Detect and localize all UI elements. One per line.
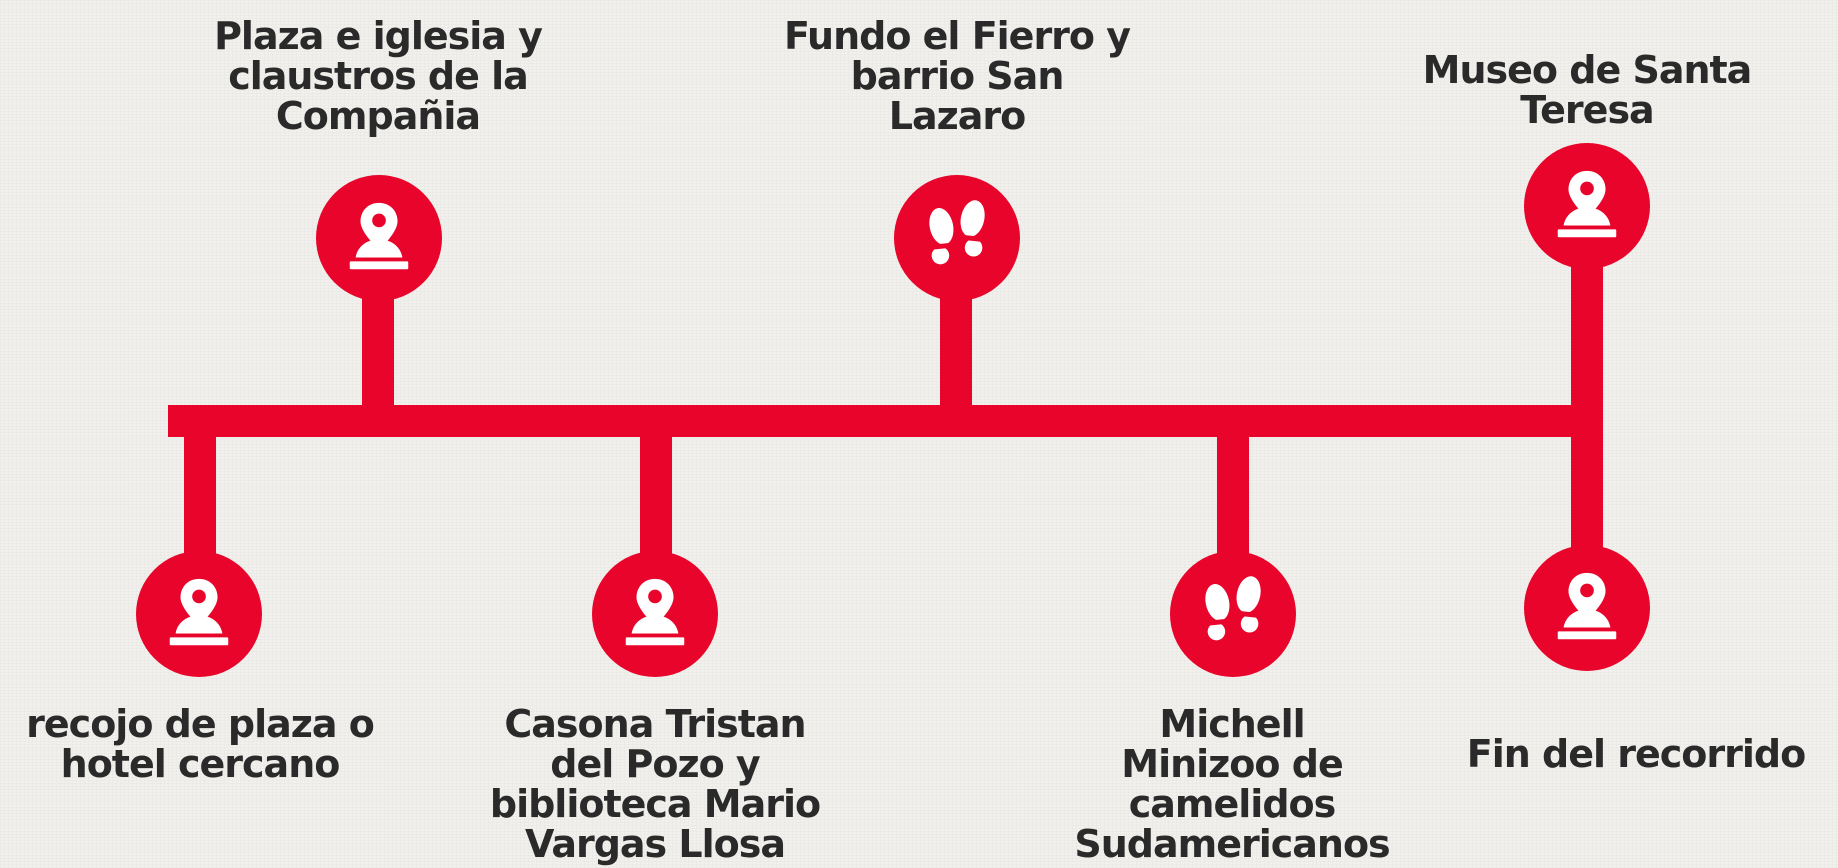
footprints-icon — [1194, 575, 1272, 653]
location-pin-icon — [1548, 167, 1626, 245]
stop-1-label: recojo de plaza o hotel cercano — [26, 702, 375, 786]
stop-4-node — [894, 175, 1020, 301]
location-pin-icon — [616, 575, 694, 653]
stop-5-node — [1170, 551, 1296, 677]
stop-7-label: Fin del recorrido — [1466, 732, 1806, 776]
stop-1-node — [136, 551, 262, 677]
connector-stop-6-7 — [1571, 250, 1603, 580]
location-pin-icon — [1548, 569, 1626, 647]
stop-2-label: Plaza e iglesia y claustros de la Compañ… — [214, 14, 543, 138]
connector-stop-2 — [362, 290, 394, 420]
stop-3-label: Casona Tristan del Pozo y biblioteca Mar… — [489, 702, 821, 866]
stop-5-label: Michell Minizoo de camelidos Sudamerican… — [1074, 702, 1390, 866]
stop-6-node — [1524, 143, 1650, 269]
timeline-line — [168, 405, 1595, 437]
connector-stop-4 — [940, 290, 972, 420]
stop-7-node — [1524, 545, 1650, 671]
location-pin-icon — [160, 575, 238, 653]
location-pin-icon — [340, 199, 418, 277]
stop-3-node — [592, 551, 718, 677]
stop-4-label: Fundo el Fierro y barrio San Lazaro — [783, 14, 1131, 138]
footprints-icon — [918, 199, 996, 277]
stop-2-node — [316, 175, 442, 301]
stop-6-label: Museo de Santa Teresa — [1422, 48, 1753, 132]
